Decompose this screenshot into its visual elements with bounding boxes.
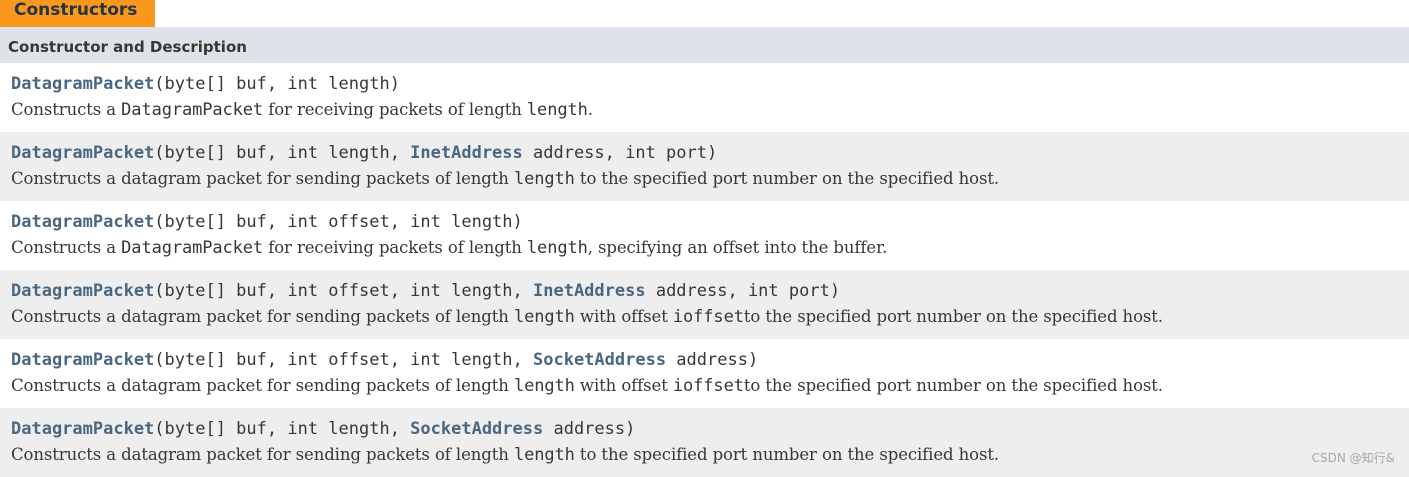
- constructor-description: Constructs a datagram packet for sending…: [11, 165, 1409, 193]
- constructor-description: Constructs a datagram packet for sending…: [11, 441, 1409, 469]
- constructor-description: Constructs a DatagramPacket for receivin…: [11, 96, 1409, 124]
- desc-code: length: [513, 376, 575, 396]
- signature-params: (byte[] buf, int offset, int length,: [154, 281, 533, 301]
- signature-params: (byte[] buf, int length): [154, 74, 400, 94]
- table-row: DatagramPacket(byte[] buf, int offset, i…: [0, 270, 1409, 339]
- constructor-signature: DatagramPacket(byte[] buf, int offset, i…: [11, 210, 1409, 234]
- desc-code: DatagramPacket: [121, 100, 264, 120]
- watermark: CSDN @知行&: [1311, 451, 1395, 465]
- table-row: DatagramPacket(byte[] buf, int length) C…: [0, 63, 1409, 132]
- desc-text: Constructs a datagram packet for sending…: [11, 169, 514, 188]
- signature-params: (byte[] buf, int length,: [154, 143, 411, 163]
- constructor-signature: DatagramPacket(byte[] buf, int length): [11, 72, 1409, 96]
- constructor-link[interactable]: DatagramPacket: [11, 143, 155, 163]
- constructors-tab: Constructors: [0, 0, 155, 27]
- constructor-link[interactable]: DatagramPacket: [11, 74, 155, 94]
- signature-params: address, int port): [645, 281, 841, 301]
- constructor-description: Constructs a datagram packet for sending…: [11, 372, 1409, 400]
- constructor-link[interactable]: DatagramPacket: [11, 419, 155, 439]
- constructor-signature: DatagramPacket(byte[] buf, int length, S…: [11, 417, 1409, 441]
- signature-params: address): [666, 350, 759, 370]
- signature-params: (byte[] buf, int offset, int length,: [154, 350, 533, 370]
- desc-text: for receiving packets of length: [263, 100, 527, 119]
- type-link[interactable]: SocketAddress: [533, 350, 667, 370]
- signature-params: address): [543, 419, 636, 439]
- constructor-signature: DatagramPacket(byte[] buf, int offset, i…: [11, 348, 1409, 372]
- desc-text: for receiving packets of length: [263, 238, 527, 257]
- desc-text: to the specified port number on the spec…: [743, 307, 1163, 326]
- type-link[interactable]: InetAddress: [410, 143, 523, 163]
- type-link[interactable]: SocketAddress: [410, 419, 544, 439]
- desc-text: , specifying an offset into the buffer.: [587, 238, 888, 257]
- desc-text: to the specified port number on the spec…: [574, 445, 1000, 464]
- constructor-table: DatagramPacket(byte[] buf, int length) C…: [0, 63, 1409, 477]
- type-link[interactable]: InetAddress: [533, 281, 646, 301]
- desc-text: Constructs a: [11, 100, 122, 119]
- desc-code: length: [513, 307, 575, 327]
- desc-text: .: [587, 100, 593, 119]
- desc-code: length: [526, 100, 588, 120]
- constructor-description: Constructs a datagram packet for sending…: [11, 303, 1409, 331]
- desc-text: Constructs a datagram packet for sending…: [11, 307, 514, 326]
- desc-code: length: [526, 238, 588, 258]
- signature-params: (byte[] buf, int length,: [154, 419, 411, 439]
- table-row: DatagramPacket(byte[] buf, int offset, i…: [0, 339, 1409, 408]
- desc-text: Constructs a datagram packet for sending…: [11, 445, 514, 464]
- desc-code: DatagramPacket: [121, 238, 264, 258]
- table-row: DatagramPacket(byte[] buf, int length, I…: [0, 132, 1409, 201]
- desc-text: with offset: [574, 307, 673, 326]
- desc-text: Constructs a datagram packet for sending…: [11, 376, 514, 395]
- signature-params: address, int port): [522, 143, 718, 163]
- desc-text: to the specified port number on the spec…: [743, 376, 1163, 395]
- constructor-description: Constructs a DatagramPacket for receivin…: [11, 234, 1409, 262]
- constructor-link[interactable]: DatagramPacket: [11, 281, 155, 301]
- constructor-link[interactable]: DatagramPacket: [11, 212, 155, 232]
- desc-code: ioffset: [672, 307, 744, 327]
- table-row: DatagramPacket(byte[] buf, int length, S…: [0, 408, 1409, 477]
- table-header: Constructor and Description: [0, 27, 1409, 63]
- constructor-signature: DatagramPacket(byte[] buf, int offset, i…: [11, 279, 1409, 303]
- constructor-signature: DatagramPacket(byte[] buf, int length, I…: [11, 141, 1409, 165]
- constructor-link[interactable]: DatagramPacket: [11, 350, 155, 370]
- desc-code: length: [513, 169, 575, 189]
- desc-code: length: [513, 445, 575, 465]
- table-row: DatagramPacket(byte[] buf, int offset, i…: [0, 201, 1409, 270]
- desc-text: to the specified port number on the spec…: [574, 169, 1000, 188]
- desc-text: with offset: [574, 376, 673, 395]
- desc-code: ioffset: [672, 376, 744, 396]
- signature-params: (byte[] buf, int offset, int length): [154, 212, 523, 232]
- constructors-tab-strip: Constructors: [0, 0, 1409, 27]
- desc-text: Constructs a: [11, 238, 122, 257]
